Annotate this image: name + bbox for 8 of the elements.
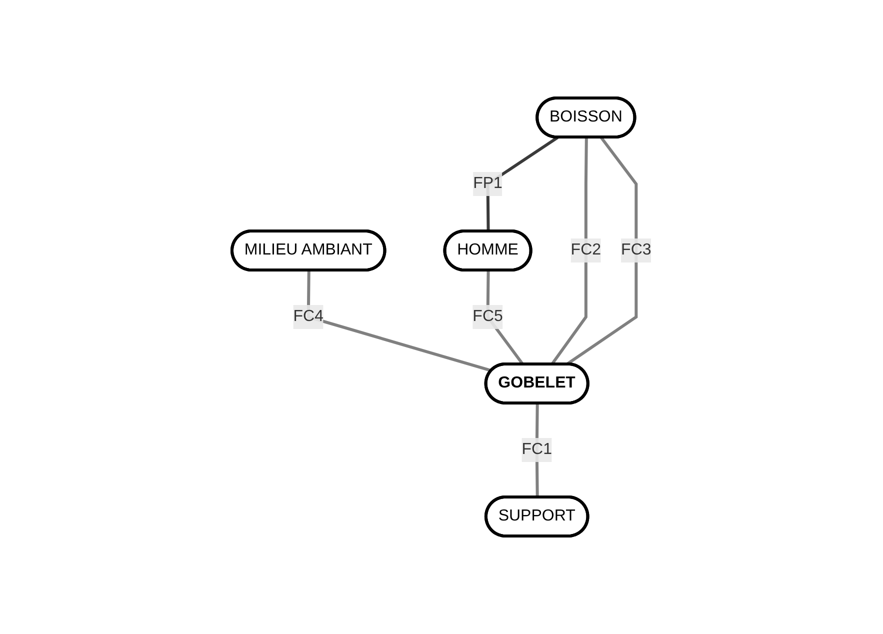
connector bbox=[306, 270, 492, 372]
connector bbox=[550, 137, 588, 366]
edge-label: FC1 bbox=[522, 440, 552, 458]
edge-label: FC4 bbox=[293, 308, 324, 325]
edge-label: FC3 bbox=[620, 241, 652, 258]
edge-label: FP1 bbox=[472, 174, 502, 192]
edge-label: FC2 bbox=[570, 241, 601, 258]
edge-label: FC5 bbox=[472, 308, 503, 325]
